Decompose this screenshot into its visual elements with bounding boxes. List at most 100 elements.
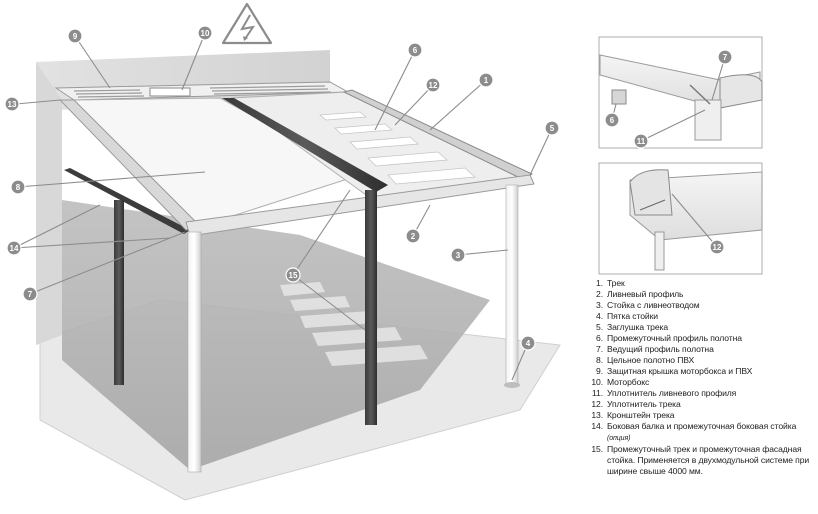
- legend-number: 14.: [591, 421, 603, 431]
- callout-marker-11: 11: [633, 133, 649, 149]
- callout-marker-3: 3: [450, 247, 466, 263]
- legend-item: 10. Моторбокс: [588, 377, 814, 388]
- svg-text:8: 8: [16, 183, 21, 192]
- high-voltage-warning-icon: [221, 2, 273, 45]
- svg-text:11: 11: [637, 137, 646, 146]
- legend-number: 12.: [591, 399, 603, 409]
- legend-item: 5. Заглушка трека: [588, 322, 814, 333]
- callout-marker-12: 12: [709, 239, 725, 255]
- legend-text: Пятка стойки: [607, 311, 814, 322]
- callout-marker-5: 5: [544, 120, 560, 136]
- legend-number: 15.: [591, 444, 603, 454]
- legend-text-main: Защитная крышка моторбокса и ПВХ: [607, 366, 753, 376]
- legend-text-main: Цельное полотно ПВХ: [607, 355, 695, 365]
- legend-text-main: Уплотнитель ливневого профиля: [607, 388, 737, 398]
- legend-text-main: Моторбокс: [607, 377, 650, 387]
- legend-item: 7.Ведущий профиль полотна: [588, 344, 814, 355]
- legend-text-main: Трек: [607, 278, 625, 288]
- legend-item: 12. Уплотнитель трека: [588, 399, 814, 410]
- legend-text: Трек: [607, 278, 814, 289]
- right-track: [342, 89, 533, 181]
- legend-text: Защитная крышка моторбокса и ПВХ: [607, 366, 814, 377]
- legend-number: 13.: [591, 410, 603, 420]
- legend-text-main: Промежуточный трек и промежуточная фасад…: [607, 444, 810, 476]
- legend-number: 8.: [596, 355, 603, 365]
- svg-text:1: 1: [484, 76, 489, 85]
- svg-text:12: 12: [429, 81, 438, 90]
- callout-markers-detail-bottom: 12: [709, 239, 725, 255]
- detail-view-bottom: [598, 162, 763, 275]
- legend-text: Кронштейн трека: [607, 410, 814, 421]
- svg-text:10: 10: [201, 29, 210, 38]
- legend-item: 3. Стойка с ливнеотводом: [588, 300, 814, 311]
- callout-marker-15: 15: [285, 267, 301, 283]
- svg-text:15: 15: [289, 271, 298, 280]
- front-post-left: [187, 231, 202, 473]
- callout-marker-1: 1: [478, 72, 494, 88]
- legend-number: 6.: [596, 333, 603, 343]
- legend-text-main: Уплотнитель трека: [607, 399, 681, 409]
- svg-text:7: 7: [28, 290, 33, 299]
- svg-text:9: 9: [73, 32, 78, 41]
- legend-item: 6. Промежуточный профиль полотна: [588, 333, 814, 344]
- legend-item: 1. Трек: [588, 278, 814, 289]
- svg-text:7: 7: [723, 53, 728, 62]
- left-wall: [36, 62, 62, 345]
- callout-marker-14: 14: [6, 240, 22, 256]
- callout-marker-2: 2: [405, 228, 421, 244]
- svg-text:12: 12: [713, 243, 722, 252]
- legend-item: 2. Ливневый профиль: [588, 289, 814, 300]
- legend-number: 5.: [596, 322, 603, 332]
- legend-item: 11. Уплотнитель ливневого профиля: [588, 388, 814, 399]
- legend-number: 3.: [596, 300, 603, 310]
- legend-text: Уплотнитель ливневого профиля: [607, 388, 814, 399]
- canopy-shadow: [62, 200, 490, 470]
- legend-text: Ливневый профиль: [607, 289, 814, 300]
- legend-number: 1.: [596, 278, 603, 288]
- legend-item: 15. Промежуточный трек и промежуточная фа…: [588, 444, 814, 477]
- intermediate-post: [365, 190, 377, 425]
- front-post-right: [505, 184, 519, 386]
- legend-item: 4. Пятка стойки: [588, 311, 814, 322]
- legend-text-main: Промежуточный профиль полотна: [607, 333, 742, 343]
- callout-marker-12: 12: [425, 77, 441, 93]
- legend-item: 13. Кронштейн трека: [588, 410, 814, 421]
- legend-text-main: Ведущий профиль полотна: [607, 344, 714, 354]
- legend-text: Ведущий профиль полотна: [607, 344, 814, 355]
- callout-marker-4: 4: [520, 335, 536, 351]
- legend-list: 1. Трек 2. Ливневый профиль 3. Стойка с ливне…: [588, 278, 814, 477]
- legend-text-main: Стойка с ливнеотводом: [607, 300, 700, 310]
- legend-number: 4.: [596, 311, 603, 321]
- legend-text-main: Заглушка трека: [607, 322, 669, 332]
- svg-text:14: 14: [10, 244, 19, 253]
- legend-text-main: Ливневый профиль: [607, 289, 684, 299]
- callout-marker-8: 8: [10, 179, 26, 195]
- svg-text:13: 13: [8, 100, 17, 109]
- legend-item: 9.Защитная крышка моторбокса и ПВХ: [588, 366, 814, 377]
- legend-text: Промежуточный трек и промежуточная фасад…: [607, 444, 814, 477]
- svg-text:6: 6: [610, 116, 615, 125]
- callout-markers-detail-top: 6 7 11: [604, 49, 733, 149]
- callout-marker-6: 6: [604, 112, 620, 128]
- svg-text:3: 3: [456, 251, 461, 260]
- legend-text-main: Кронштейн трека: [607, 410, 675, 420]
- leader-lines-main: [13, 32, 553, 381]
- callout-marker-7: 7: [22, 286, 38, 302]
- legend-number: 10.: [591, 377, 603, 387]
- front-gutter: [185, 174, 535, 237]
- callout-marker-6: 6: [407, 42, 423, 58]
- motorbox-grill: [73, 85, 332, 98]
- legend-number: 11.: [591, 388, 603, 398]
- legend-item: 8. Цельное полотно ПВХ: [588, 355, 814, 366]
- legend-text: Заглушка трека: [607, 322, 814, 333]
- callout-marker-13: 13: [4, 96, 20, 112]
- legend-text-main: Пятка стойки: [607, 311, 658, 321]
- legend-text: Моторбокс: [607, 377, 814, 388]
- motorbox-opening: [149, 87, 191, 97]
- svg-text:4: 4: [526, 339, 531, 348]
- legend-number: 2.: [596, 289, 603, 299]
- legend-text-main: Боковая балка и промежуточная боковая ст…: [607, 421, 797, 431]
- legend-text: Уплотнитель трека: [607, 399, 814, 410]
